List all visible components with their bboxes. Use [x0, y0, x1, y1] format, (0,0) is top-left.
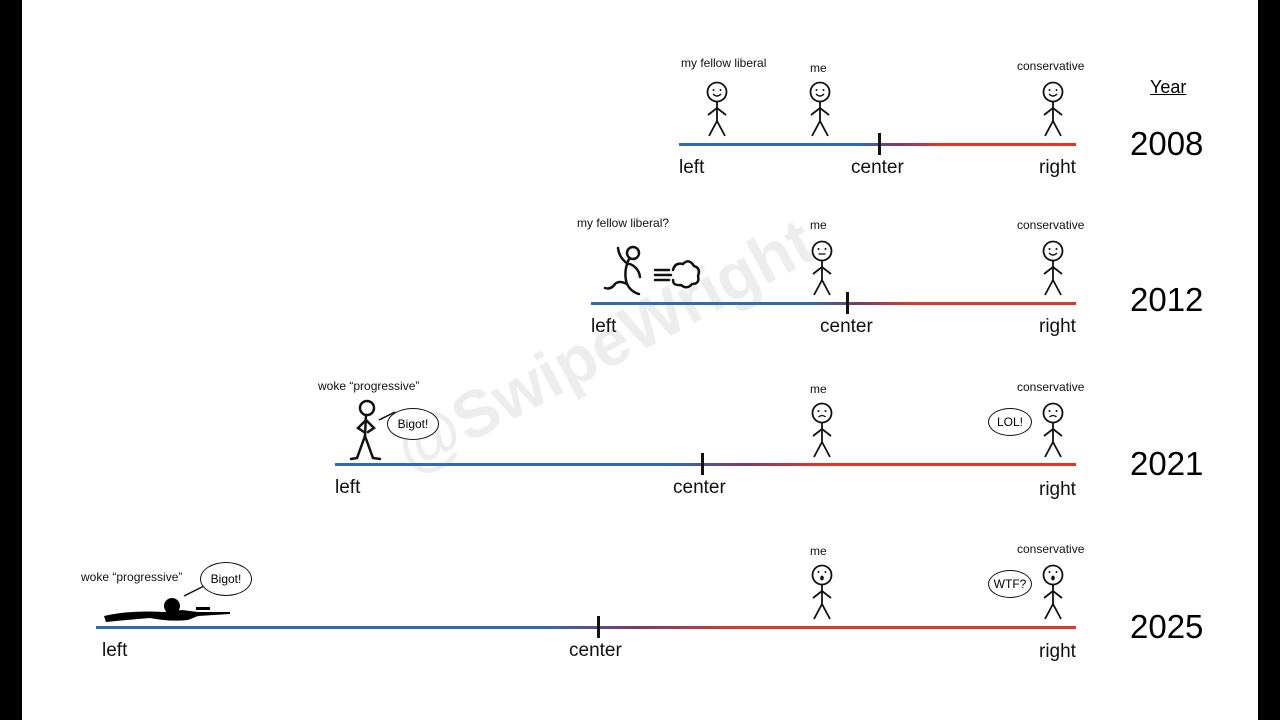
stick-figure-icon	[811, 564, 833, 620]
axis-left-label: left	[591, 316, 617, 337]
me-caption: me	[810, 382, 827, 396]
axis-left-label: left	[679, 157, 705, 178]
conservative-stick-figure	[1038, 81, 1068, 144]
conservative-stick-figure	[1038, 240, 1068, 303]
stick-figure-icon	[1042, 564, 1064, 620]
axis-center-label: center	[820, 316, 873, 337]
conservative-caption: conservative	[1017, 218, 1085, 232]
woke-progressive-caption: woke “progressive”	[318, 379, 420, 393]
center-tick	[597, 616, 600, 638]
fellow-liberal-caption: my fellow liberal	[681, 56, 767, 70]
me-stick-figure	[805, 81, 835, 144]
me-caption: me	[810, 544, 827, 558]
speech-pointer	[183, 585, 205, 597]
center-tick	[846, 292, 849, 314]
conservative-stick-figure	[1038, 402, 1068, 465]
year-header: Year	[1150, 77, 1187, 97]
me-stick-figure	[807, 240, 837, 303]
axis-center-label: center	[569, 640, 622, 661]
year-label: 2008	[1130, 125, 1204, 162]
fellow-liberal-caption: my fellow liberal?	[577, 216, 670, 230]
political-axis	[335, 463, 1076, 466]
conservative-caption: conservative	[1017, 59, 1085, 73]
speech-bubble: Bigot!	[387, 408, 439, 440]
stick-figure-icon	[1042, 402, 1064, 458]
running-away-stick-figure	[603, 245, 701, 296]
stick-figure-icon	[1042, 81, 1064, 137]
prone-sniper-figure	[104, 598, 230, 622]
year-label: 2012	[1130, 281, 1204, 318]
political-axis	[96, 626, 1076, 629]
year-label: 2025	[1130, 608, 1204, 645]
center-tick	[878, 133, 881, 155]
woke-progressive-caption: woke “progressive”	[81, 570, 183, 584]
axis-left-label: left	[102, 640, 128, 661]
me-stick-figure	[807, 402, 837, 465]
axis-center-label: center	[851, 157, 904, 178]
stick-figure-icon	[811, 402, 833, 458]
year-label: 2021	[1130, 445, 1204, 482]
fellow-liberal-stick-figure	[702, 81, 732, 144]
axis-right-label: right	[1039, 641, 1076, 662]
axis-right-label: right	[1039, 157, 1076, 178]
conservative-caption: conservative	[1017, 380, 1085, 394]
center-tick	[701, 453, 704, 475]
me-caption: me	[810, 61, 827, 75]
stick-figure-icon	[1042, 240, 1064, 296]
stick-figure-icon	[809, 81, 831, 137]
me-caption: me	[810, 218, 827, 232]
speech-bubble: WTF?	[988, 570, 1032, 598]
axis-right-label: right	[1039, 479, 1076, 500]
stick-figure-icon	[706, 81, 728, 137]
woke-progressive-stick-figure	[349, 399, 382, 461]
axis-left-label: left	[335, 477, 361, 498]
political-axis	[591, 302, 1076, 305]
speech-bubble: Bigot!	[200, 562, 252, 596]
axis-right-label: right	[1039, 316, 1076, 337]
conservative-caption: conservative	[1017, 542, 1085, 556]
axis-center-label: center	[673, 477, 726, 498]
political-axis	[679, 143, 1076, 146]
diagram-canvas: @SwipeWright Year left center right my f…	[22, 0, 1258, 720]
me-stick-figure	[807, 564, 837, 627]
stick-figure-icon	[811, 240, 833, 296]
conservative-stick-figure	[1038, 564, 1068, 627]
speech-bubble: LOL!	[988, 408, 1032, 436]
